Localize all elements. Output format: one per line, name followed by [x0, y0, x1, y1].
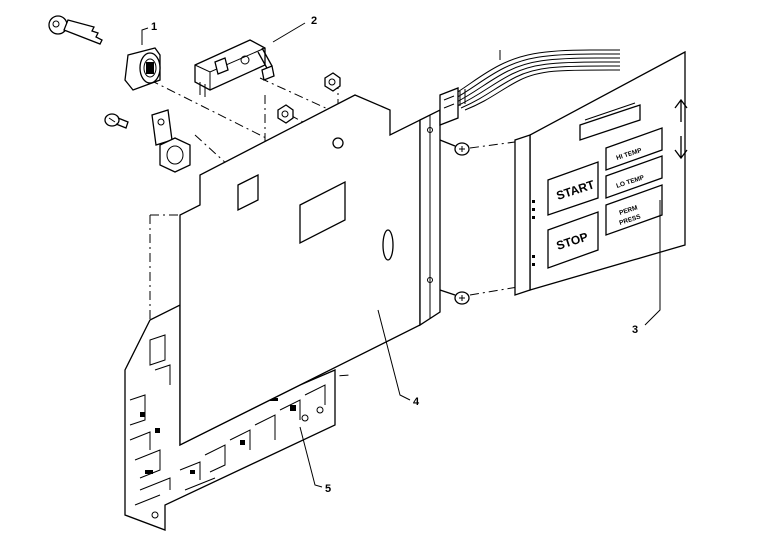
cam-plate [151, 109, 173, 146]
lo-temp-button[interactable]: LO TEMP [605, 155, 663, 199]
lock-screw [104, 113, 129, 129]
perm-press-button[interactable]: PERM PRESS [605, 184, 663, 236]
control-panel: START STOP HI TEMP LO TEMP PERM PRESS [514, 50, 688, 296]
hi-temp-button[interactable]: HI TEMP [605, 127, 663, 171]
mounting-plate [179, 94, 441, 447]
callout-leaders [141, 22, 661, 488]
hex-nut-upper [324, 72, 341, 92]
circuit-board [124, 303, 336, 531]
switch [194, 39, 275, 97]
panel-screw-lower [439, 289, 470, 305]
lock-nut [159, 137, 191, 173]
callout-2: 2 [311, 15, 317, 27]
callout-5: 5 [325, 483, 331, 495]
stop-button[interactable]: STOP [547, 211, 599, 269]
ribbon-cable [439, 49, 620, 126]
callout-4: 4 [413, 396, 420, 408]
hex-nut-lower [277, 104, 294, 124]
callout-3: 3 [632, 324, 638, 336]
start-button[interactable]: START [547, 161, 599, 216]
callout-1: 1 [151, 21, 157, 33]
panel-screw-upper [439, 139, 470, 156]
key [48, 15, 103, 45]
lock-cylinder [124, 47, 161, 91]
